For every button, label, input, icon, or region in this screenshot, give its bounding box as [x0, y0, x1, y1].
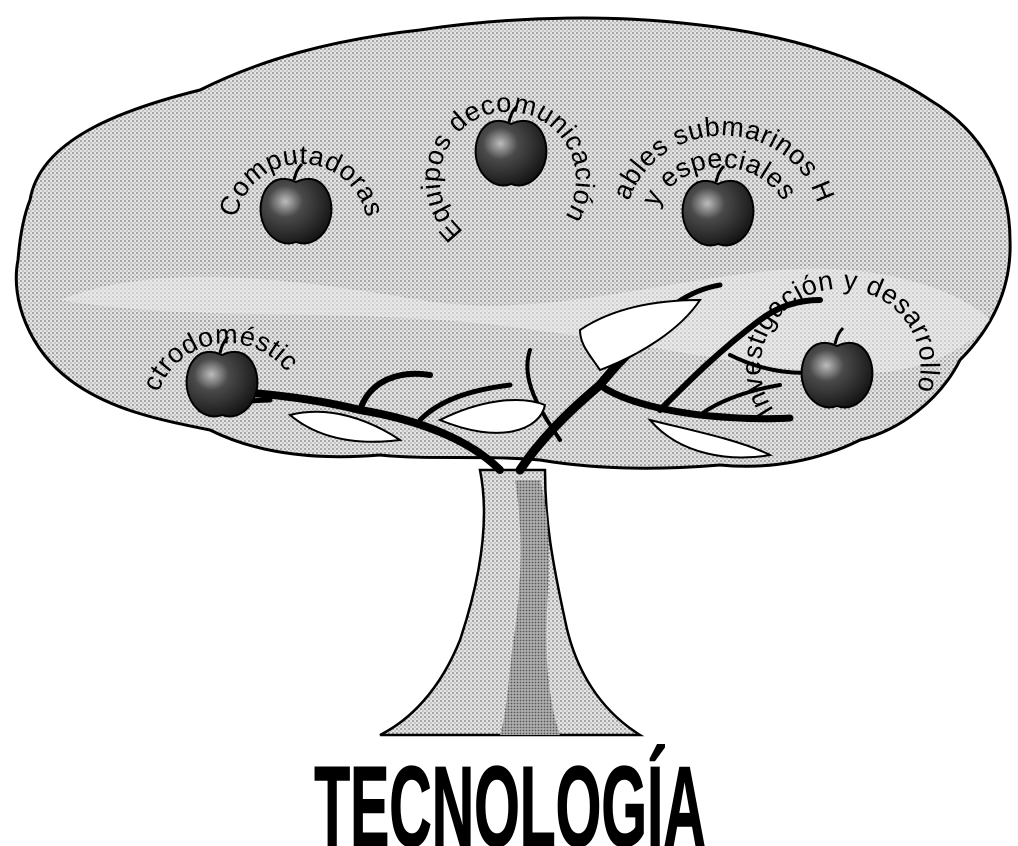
- root-word-group: TECNOLOGÍA: [314, 744, 706, 846]
- root-word: TECNOLOGÍA: [314, 744, 706, 846]
